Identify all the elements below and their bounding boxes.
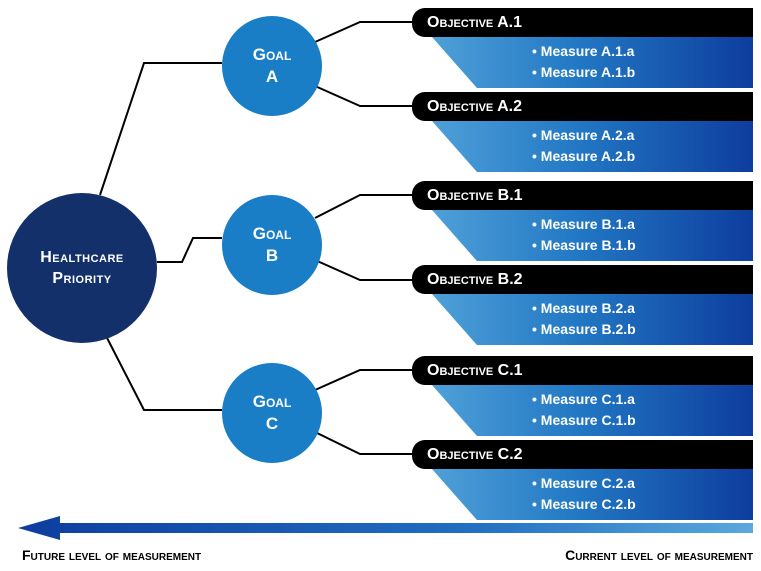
objective-b2: Objective B.2 • Measure B.2.a • Measure … <box>412 265 753 345</box>
future-level-caption: Future level of measurement <box>22 547 202 563</box>
objective-b2-measures-panel <box>432 294 753 345</box>
root-label-line2: Priority <box>52 270 112 287</box>
objective-a1-measures-panel <box>432 37 753 88</box>
measurement-level-arrow <box>18 516 753 540</box>
objective-b2-label: Objective B.2 <box>412 265 753 294</box>
measure-c2b: • Measure C.2.b <box>532 496 636 512</box>
connector-goal-a-obj-a1 <box>314 21 412 43</box>
objective-a1: Objective A.1 • Measure A.1.a • Measure … <box>412 8 753 88</box>
measure-b1b: • Measure B.1.b <box>532 237 636 253</box>
objective-c2: Objective C.2 • Measure C.2.a • Measure … <box>412 440 753 520</box>
healthcare-priority-node: Healthcare Priority <box>7 193 157 343</box>
root-label-line1: Healthcare <box>40 249 124 266</box>
goal-a-label-line2: A <box>265 67 279 86</box>
current-level-caption: Current level of measurement <box>565 547 753 563</box>
measure-b1a: • Measure B.1.a <box>532 216 635 232</box>
goal-b-label-line1: Goal <box>252 224 292 243</box>
goal-c-node: Goal C <box>222 363 322 463</box>
measure-b2a: • Measure B.2.a <box>532 300 635 316</box>
connector-goal-a-obj-a2 <box>314 85 412 107</box>
objective-b1-label: Objective B.1 <box>412 181 753 210</box>
goal-b-node: Goal B <box>222 195 322 295</box>
objective-c1: Objective C.1 • Measure C.1.a • Measure … <box>412 356 753 436</box>
measure-a2a: • Measure A.2.a <box>532 127 635 143</box>
connector-goal-c-obj-c1 <box>314 369 412 391</box>
measure-a2b: • Measure A.2.b <box>532 148 636 164</box>
objective-a2-label: Objective A.2 <box>412 92 753 121</box>
goal-a-node: Goal A <box>222 16 322 116</box>
objective-c1-measures-panel <box>432 385 753 436</box>
measure-b2b: • Measure B.2.b <box>532 321 636 337</box>
objective-b1: Objective B.1 • Measure B.1.a • Measure … <box>412 181 753 261</box>
connector-goal-c-obj-c2 <box>314 431 412 455</box>
connector-goal-b-obj-b1 <box>314 194 412 219</box>
connector-root-goal-a <box>99 62 222 196</box>
measure-c1b: • Measure C.1.b <box>532 412 636 428</box>
objective-b1-measures-panel <box>432 210 753 261</box>
measure-a1b: • Measure A.1.b <box>532 64 636 80</box>
goal-c-label-line1: Goal <box>252 392 292 411</box>
goal-b-label-line2: B <box>265 246 279 265</box>
connector-root-goal-c <box>103 331 222 411</box>
goal-a-label-line1: Goal <box>252 45 292 64</box>
measure-a1a: • Measure A.1.a <box>532 43 635 59</box>
measure-c1a: • Measure C.1.a <box>532 391 635 407</box>
goal-c-label-line2: C <box>265 414 279 433</box>
objective-c1-label: Objective C.1 <box>412 356 753 385</box>
connector-goal-b-obj-b2 <box>314 259 412 281</box>
objective-c2-label: Objective C.2 <box>412 440 753 469</box>
connector-root-goal-b <box>157 237 222 263</box>
objective-c2-measures-panel <box>432 469 753 520</box>
objective-a2: Objective A.2 • Measure A.2.a • Measure … <box>412 92 753 172</box>
objective-a2-measures-panel <box>432 121 753 172</box>
measure-c2a: • Measure C.2.a <box>532 475 635 491</box>
objective-a1-label: Objective A.1 <box>412 8 753 37</box>
